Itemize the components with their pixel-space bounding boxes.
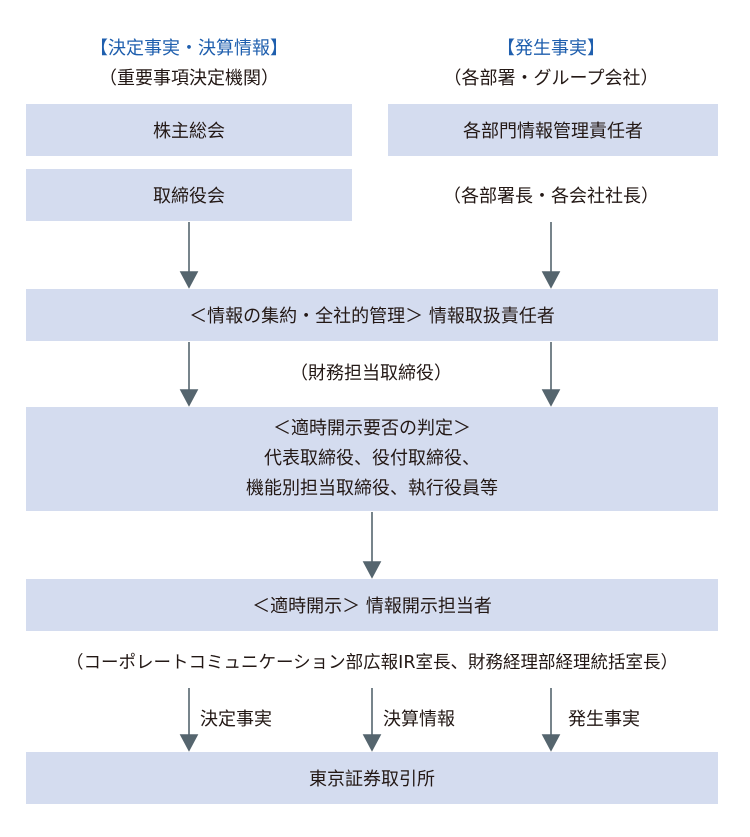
arrowhead-decided-to-exchange (179, 734, 199, 752)
arrowhead-judgement-to-disclosure (362, 561, 382, 579)
finance-director-note: （財務担当取締役） (290, 363, 452, 384)
arrowhead-financial-to-exchange (362, 734, 382, 752)
tokyo-stock-exchange-box: 東京証券取引所 (26, 752, 718, 804)
department-heads-note: （各部署長・各会社社長） (443, 186, 659, 207)
flow-label-decided-facts: 決定事実 (200, 709, 272, 730)
arrowhead-occurred-to-exchange (541, 734, 561, 752)
judgement-line-2: 代表取締役、役付取締役、 (264, 448, 480, 469)
arrowhead-dept-to-manager (541, 271, 561, 289)
arrowhead-manager-to-judgement-right (541, 389, 561, 407)
left-subheading: （重要事項決定機関） (99, 68, 279, 89)
arrowhead-board-to-manager (179, 271, 199, 289)
info-handling-manager-box: ＜情報の集約・全社的管理＞ 情報取扱責任者 (26, 289, 718, 341)
judgement-line-3: 機能別担当取締役、執行役員等 (246, 478, 498, 499)
flow-label-occurred-facts: 発生事実 (568, 709, 640, 730)
shareholders-meeting-box: 株主総会 (26, 104, 352, 156)
right-heading: 【発生事実】 (497, 38, 605, 59)
right-subheading: （各部署・グループ会社） (443, 68, 659, 89)
disclosure-judgement-box: ＜適時開示要否の判定＞ 代表取締役、役付取締役、 機能別担当取締役、執行役員等 (26, 407, 718, 511)
department-info-manager-box: 各部門情報管理責任者 (388, 104, 718, 156)
left-heading: 【決定事実・決算情報】 (90, 38, 288, 59)
disclosure-officers-note: （コーポレートコミュニケーション部広報IR室長、財務経理部経理統括室長） (66, 653, 678, 673)
flow-label-financial-info: 決算情報 (383, 709, 455, 730)
arrowhead-manager-to-judgement-left (179, 389, 199, 407)
judgement-line-1: ＜適時開示要否の判定＞ (273, 418, 471, 439)
disclosure-officer-box: ＜適時開示＞ 情報開示担当者 (26, 579, 718, 631)
board-of-directors-box: 取締役会 (26, 169, 352, 221)
